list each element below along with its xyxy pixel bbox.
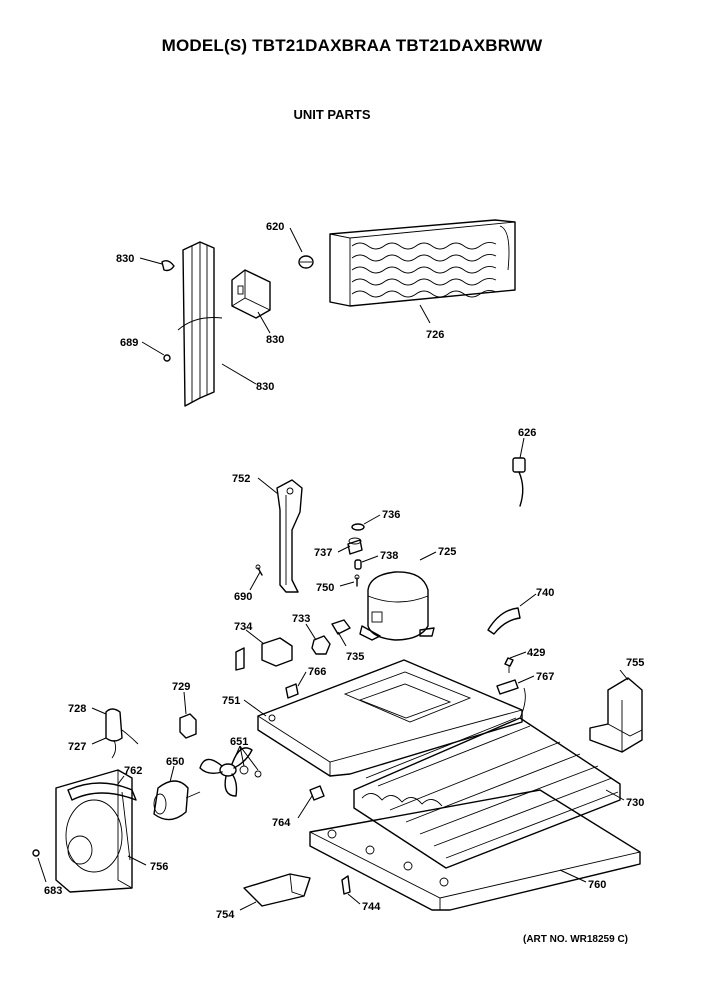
label-735: 735 [346, 651, 364, 663]
compressor-725[interactable] [359, 571, 435, 641]
leader-lines [37, 227, 629, 911]
clip-830[interactable] [161, 259, 175, 272]
cap-620[interactable] [298, 255, 314, 269]
gasket-762[interactable] [67, 782, 137, 861]
label-620: 620 [266, 221, 284, 233]
capacitor-729[interactable] [179, 713, 197, 739]
bracket-752[interactable] [276, 479, 303, 593]
overload-733[interactable] [311, 635, 331, 655]
sleeve-738[interactable] [354, 559, 362, 570]
label-830-clip: 830 [116, 253, 134, 265]
label-729: 729 [172, 681, 190, 693]
thermostat-626[interactable] [512, 457, 526, 507]
label-738: 738 [380, 550, 398, 562]
relay-bracket-830[interactable] [231, 269, 271, 319]
label-740: 740 [536, 587, 554, 599]
cover-751[interactable] [257, 659, 523, 777]
fan-motor-650[interactable] [153, 780, 201, 821]
label-751: 751 [222, 695, 240, 707]
label-689: 689 [120, 337, 138, 349]
clamp-767[interactable] [496, 679, 519, 695]
grommet-737[interactable] [347, 537, 363, 555]
section-title: UNIT PARTS [293, 107, 371, 122]
clip-744[interactable] [341, 875, 351, 895]
label-766: 766 [308, 666, 326, 678]
label-727: 727 [68, 741, 86, 753]
label-830-channel: 830 [256, 381, 274, 393]
label-650: 650 [166, 756, 184, 768]
label-736: 736 [382, 509, 400, 521]
screw-690[interactable] [255, 564, 263, 576]
label-626: 626 [518, 427, 536, 439]
label-760: 760 [588, 879, 606, 891]
label-726: 726 [426, 329, 444, 341]
label-651: 651 [230, 736, 248, 748]
clip-766[interactable] [285, 683, 299, 699]
label-730: 730 [626, 797, 644, 809]
heater-728[interactable] [105, 708, 139, 759]
screw-683[interactable] [32, 849, 40, 857]
screw-429[interactable] [504, 657, 514, 673]
label-762: 762 [124, 765, 142, 777]
screw-689[interactable] [163, 354, 171, 362]
label-752: 752 [232, 473, 250, 485]
drain-pan-760[interactable] [309, 789, 641, 911]
clip-735[interactable] [331, 619, 351, 635]
grommet-736[interactable] [351, 523, 365, 531]
label-750: 750 [316, 582, 334, 594]
label-725: 725 [438, 546, 456, 558]
tube-740[interactable] [487, 607, 521, 635]
relay-734[interactable] [235, 637, 293, 671]
label-429: 429 [527, 647, 545, 659]
label-737: 737 [314, 547, 332, 559]
label-764: 764 [272, 817, 291, 829]
label-734: 734 [234, 621, 253, 633]
model-title: MODEL(S) TBT21DAXBRAA TBT21DAXBRWW [161, 36, 543, 55]
label-744: 744 [362, 901, 381, 913]
condenser-726[interactable] [329, 219, 516, 307]
label-767: 767 [536, 671, 554, 683]
label-756: 756 [150, 861, 168, 873]
bracket-755[interactable] [589, 677, 643, 753]
label-683: 683 [44, 885, 62, 897]
channel-830[interactable] [177, 241, 223, 407]
fan-blade-651[interactable] [199, 747, 262, 797]
label-690: 690 [234, 591, 252, 603]
label-754: 754 [216, 909, 235, 921]
label-733: 733 [292, 613, 310, 625]
clip-764[interactable] [309, 785, 325, 801]
bracket-754[interactable] [243, 873, 311, 907]
part-labels: 620 830 689 830 830 726 626 752 736 737 … [44, 221, 644, 921]
condenser-coil-730[interactable] [353, 687, 621, 869]
label-830-bracket: 830 [266, 334, 284, 346]
label-755: 755 [626, 657, 644, 669]
shroud-756[interactable] [55, 769, 133, 893]
screw-750[interactable] [354, 574, 360, 587]
label-728: 728 [68, 703, 86, 715]
art-number: (ART NO. WR18259 C) [522, 934, 628, 945]
